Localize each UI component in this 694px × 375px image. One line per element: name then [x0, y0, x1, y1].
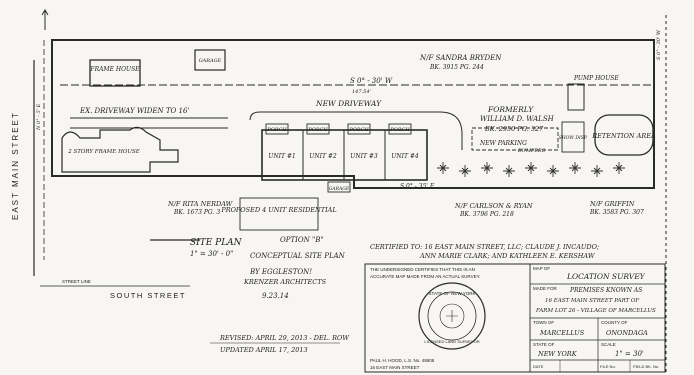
porch-1	[265, 123, 289, 135]
pump-house	[567, 83, 585, 111]
architect-by: BY EGGLESTON!	[249, 268, 312, 276]
made-for-line-1: PREMISES KNOWN AS	[569, 287, 642, 294]
town-label: TOWN OF	[533, 320, 554, 325]
garage-north-label: GARAGE	[199, 58, 222, 64]
shrub-row	[437, 162, 625, 177]
bearing-top-distance: 147.54'	[352, 89, 371, 95]
unit-3-label: UNIT #3	[350, 153, 378, 160]
state-value: NEW YORK	[537, 350, 578, 358]
ex-driveway-label: EX. DRIVEWAY WIDEN TO 16'	[79, 107, 189, 115]
new-driveway	[249, 111, 463, 150]
state-label: STATE OF	[533, 342, 555, 347]
map-of-value: LOCATION SURVEY	[566, 272, 646, 281]
county-label: COUNTY OF	[601, 320, 628, 325]
certification-line-1: CERTIFIED TO: 16 EAST MAIN STREET, LLC; …	[370, 243, 599, 251]
garage-small-label: GARAGE	[329, 186, 350, 192]
file-label: FILE No.	[600, 364, 616, 369]
certification-line-2: ANN MARIE CLARK; AND KATHLEEN E. KERSHAW	[419, 252, 596, 260]
site-plan-scale: 1" = 30' - 0"	[190, 250, 233, 258]
neighbor-se-ref: BK. 3583 PG. 307	[589, 209, 644, 216]
east-ref-label: BK. 2950 PG. 327	[484, 125, 544, 133]
updated-note: UPDATED APRIL 17, 2013	[220, 346, 308, 354]
field-book-label: FIELD BK. No.	[633, 364, 659, 369]
revised-note: REVISED: APRIL 29, 2013 - DEL. ROW	[219, 334, 350, 342]
bearing-bottom: S 0° - 35' E	[400, 183, 435, 190]
unit-2-label: UNIT #2	[309, 153, 337, 160]
street-line-label: STREET LINE	[62, 279, 91, 284]
porch-4-label: PORCH	[389, 127, 410, 133]
east-name-label: WILLIAM D. WALSH	[480, 115, 555, 123]
south-street-label: SOUTH STREET	[110, 291, 186, 300]
site-plan-title: SITE PLAN	[190, 238, 243, 248]
frame-house-label: FRAME HOUSE	[89, 66, 140, 73]
unit-4-label: UNIT #4	[391, 153, 419, 160]
porch-2	[306, 123, 330, 135]
retention-area	[594, 114, 654, 156]
neighbor-sw: N/F RITA NERDAW	[167, 200, 234, 208]
east-main-street-label: EAST MAIN STREET	[11, 111, 20, 220]
porch-4	[388, 123, 412, 135]
proposed-box	[239, 197, 319, 231]
new-driveway-label: NEW DRIVEWAY	[315, 99, 382, 108]
garage-small	[327, 181, 351, 193]
unit-1-label: UNIT #1	[268, 153, 295, 160]
new-parking-area	[471, 127, 559, 151]
new-parking-label: NEW PARKING	[479, 140, 527, 147]
town-value: MARCELLUS	[539, 329, 585, 337]
county-value: ONONDAGA	[606, 329, 648, 337]
show-disp-label: SHOW DISP.	[559, 135, 588, 141]
bearing-right: S 0° - 30' W	[656, 29, 662, 60]
garage-north	[194, 49, 226, 71]
frame-house	[89, 59, 141, 87]
neighbor-se: N/F GRIFFIN	[589, 200, 635, 208]
bearing-left: N 0° - 5' E	[36, 103, 42, 131]
surveyor-name: PAUL H. HOOD, L.S. No. 49508	[370, 358, 435, 363]
conceptual-label: CONCEPTUAL SITE PLAN	[250, 252, 346, 260]
porch-3-label: PORCH	[348, 127, 369, 133]
two-story-house-label: 2 STORY FRAME HOUSE	[67, 149, 140, 155]
seal-top-text: STATE OF NEW YORK	[428, 291, 475, 296]
title-block	[364, 263, 666, 373]
made-for-label: MADE FOR	[533, 286, 558, 291]
made-for-line-3: FARM LOT 26 - VILLAGE OF MARCELLUS	[535, 308, 656, 314]
date-label: DATE	[533, 364, 544, 369]
existing-driveway	[70, 117, 228, 129]
option-label: OPTION "B"	[280, 236, 324, 244]
two-story-house	[61, 126, 179, 173]
neighbor-south: N/F CARLSON & RYAN	[454, 202, 533, 210]
north-arrow-icon	[41, 9, 49, 30]
seal-bottom-text: LICENSED LAND SURVEYOR	[424, 339, 479, 344]
bearing-top: S 0° - 30' W	[350, 77, 393, 85]
porch-1-label: PORCH	[266, 127, 287, 133]
neighbor-north: N/F SANDRA BRYDEN	[419, 54, 502, 62]
porch-2-label: PORCH	[307, 127, 328, 133]
neighbor-sw-ref: BK. 1673 PG. 3	[173, 209, 220, 216]
disclaimer-line-1: THE UNDERSIGNED CERTIFIES THAT THIS IS A…	[370, 267, 475, 272]
bumpers-label: BUMPERS	[517, 148, 546, 154]
pump-house-label: PUMP HOUSE	[573, 75, 619, 82]
porch-3	[347, 123, 371, 135]
surveyor-seal	[418, 282, 486, 350]
property-boundary	[51, 39, 655, 189]
show-disp	[561, 121, 585, 153]
disclaimer-line-2: ACCURATE MAP MADE FROM AN ACTUAL SURVEY.	[370, 274, 480, 279]
scale-label: SCALE	[601, 342, 616, 347]
architect-date: 9.23.14	[262, 292, 289, 300]
scale-value: 1" = 30'	[615, 350, 644, 358]
neighbor-south-ref: BK. 3796 PG. 218	[459, 211, 514, 218]
neighbor-north-ref: BK. 3915 PG. 244	[429, 64, 484, 71]
retention-label: RETENTION AREA	[591, 132, 656, 140]
made-for-line-2: 16 EAST MAIN STREET PART OF	[545, 298, 639, 304]
architect-name: KRENZER ARCHITECTS	[243, 278, 327, 286]
east-formerly-label: FORMERLY	[487, 105, 534, 114]
proposed-label: PROPOSED 4 UNIT RESIDENTIAL	[220, 206, 336, 214]
surveyor-address: 16 EAST MAIN STREET	[370, 365, 420, 370]
map-of-label: MAP OF	[533, 266, 550, 271]
